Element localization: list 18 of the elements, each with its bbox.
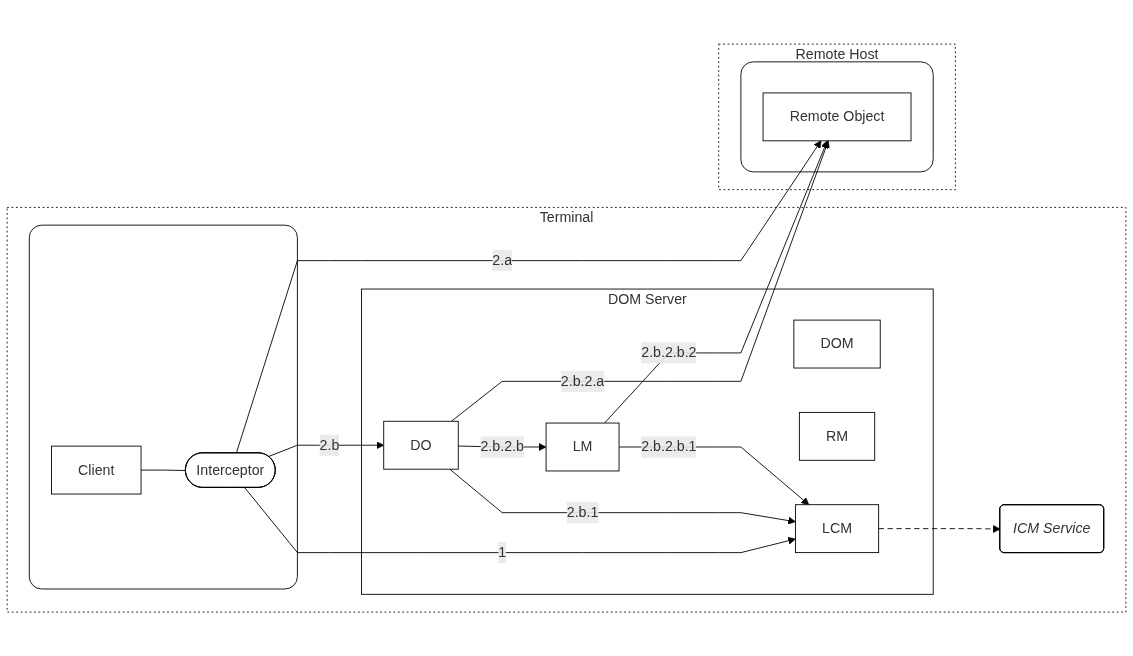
edge-label: 2.a [492, 252, 513, 268]
node-box: DO [383, 420, 459, 470]
edge-label: 2.b.1 [566, 504, 599, 520]
edge-label: 2.b [319, 437, 340, 453]
node-box: Client [51, 445, 142, 495]
edge-label: 2.b.2.b [480, 438, 524, 455]
cluster [28, 224, 298, 590]
edge-label: 2.b.2.a [560, 373, 605, 389]
node-box: DOM [793, 319, 881, 369]
edge-label: 2.b.2.b.1 [641, 438, 697, 455]
edge-label: 1 [498, 544, 507, 560]
cluster [740, 61, 934, 173]
node-box: LM [545, 422, 620, 472]
edge-label: 2.b.2.b.2 [641, 344, 697, 360]
node-box: RM [798, 411, 876, 461]
connector [140, 469, 187, 471]
node-box: Remote Object [762, 92, 912, 142]
node-box: LCM [795, 504, 880, 553]
